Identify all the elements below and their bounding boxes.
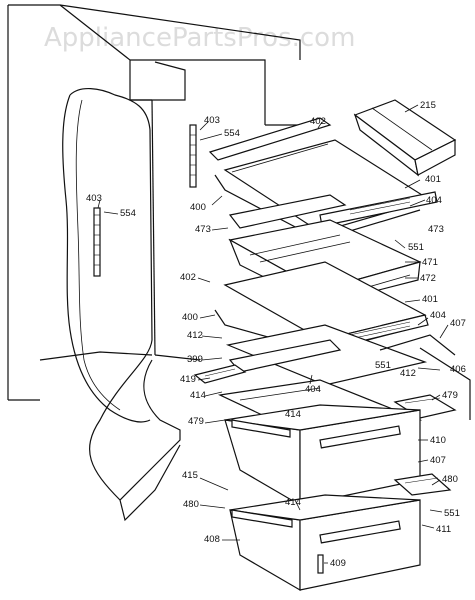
label-479-right: 479 — [442, 390, 458, 401]
label-403-right: 403 — [204, 115, 220, 126]
label-480-left: 480 — [183, 499, 199, 510]
label-399: 399 — [187, 354, 203, 365]
label-400-mid: 400 — [182, 312, 198, 323]
label-401-mid: 401 — [422, 294, 438, 305]
label-551-low: 551 — [444, 508, 460, 519]
upper-crisper-drawer — [224, 404, 421, 507]
label-414-left: 414 — [190, 390, 206, 401]
label-414-low: 414 — [285, 497, 301, 508]
top-shelf — [208, 117, 438, 241]
leader-lines — [97, 104, 449, 564]
label-409: 409 — [330, 558, 346, 569]
label-401-top: 401 — [425, 174, 441, 185]
label-400-top: 400 — [190, 202, 206, 213]
label-402-left: 402 — [180, 272, 196, 283]
dairy-bin — [353, 99, 457, 177]
label-480-right: 480 — [442, 474, 458, 485]
label-551-top: 551 — [408, 242, 424, 253]
shelf-rail-left — [93, 207, 101, 277]
shelf-rail-right — [189, 124, 197, 188]
lower-crisper-drawer — [229, 473, 452, 592]
label-406: 406 — [450, 364, 466, 375]
label-471: 471 — [422, 257, 438, 268]
label-479-left: 479 — [188, 416, 204, 427]
label-554-right: 554 — [224, 128, 240, 139]
label-408: 408 — [204, 534, 220, 545]
label-407-top: 407 — [450, 318, 466, 329]
label-472: 472 — [420, 273, 436, 284]
label-554-left: 554 — [120, 208, 136, 219]
label-412-left: 412 — [187, 330, 203, 341]
label-404-mid: 404 — [430, 310, 446, 321]
label-215: 215 — [420, 100, 436, 111]
label-473-top: 473 — [428, 224, 444, 235]
label-473-left: 473 — [195, 224, 211, 235]
label-410: 410 — [430, 435, 446, 446]
door-gasket — [62, 88, 181, 522]
part-labels: 215 402 403 554 401 404 400 473 551 473 … — [86, 100, 466, 569]
label-402-top: 402 — [310, 116, 326, 127]
label-415: 415 — [182, 470, 198, 481]
label-419: 419 — [180, 374, 196, 385]
label-404-top: 404 — [426, 195, 442, 206]
cabinet-outline — [7, 4, 471, 420]
label-412-right: 412 — [400, 368, 416, 379]
label-404-low: 404 — [305, 384, 321, 395]
label-551-mid: 551 — [375, 360, 391, 371]
label-414-mid: 414 — [285, 409, 301, 420]
label-403-left: 403 — [86, 193, 102, 204]
watermark: AppliancePartsPros.com — [44, 23, 355, 53]
label-411: 411 — [436, 524, 451, 535]
slider-shelf — [193, 324, 456, 386]
label-407-drawer: 407 — [430, 455, 446, 466]
